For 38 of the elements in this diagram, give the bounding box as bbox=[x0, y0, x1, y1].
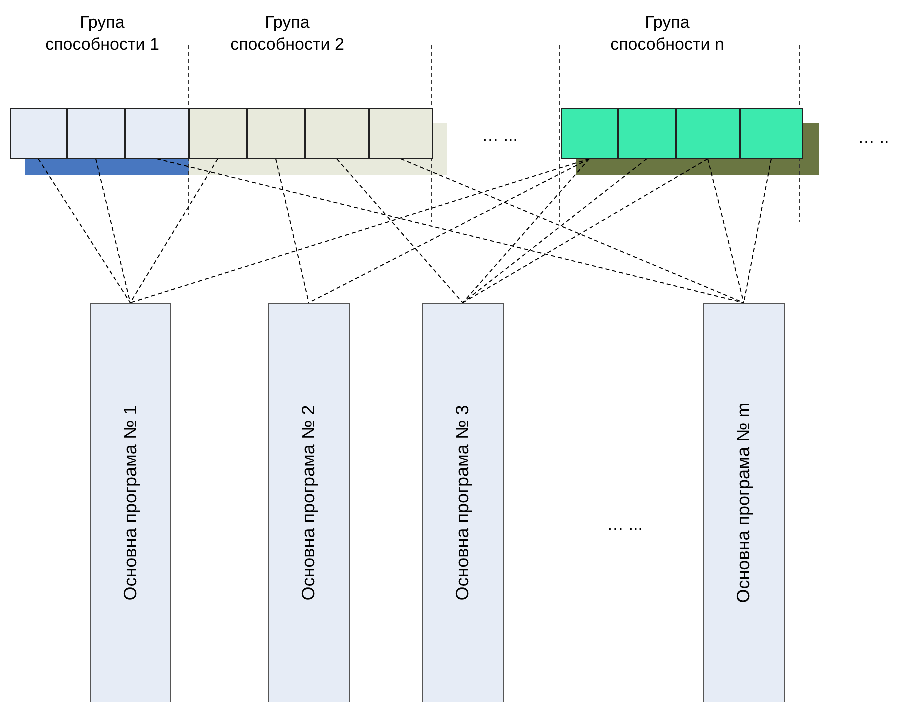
dashed-connector bbox=[462, 158, 648, 304]
capability-cell bbox=[618, 108, 676, 159]
dashed-connector bbox=[96, 158, 131, 304]
capability-cell bbox=[369, 108, 433, 159]
capability-cell bbox=[247, 108, 305, 159]
dashed-connector bbox=[336, 158, 464, 304]
program-column bbox=[703, 303, 785, 702]
ellipsis-text: … ... bbox=[481, 125, 519, 147]
dashed-connector bbox=[276, 158, 310, 304]
dashed-connector bbox=[400, 158, 744, 304]
capability-cell bbox=[125, 108, 189, 159]
group-heading: Група способности n bbox=[610, 12, 726, 56]
dashed-connector bbox=[462, 158, 708, 304]
program-column bbox=[90, 303, 171, 702]
capability-cell bbox=[561, 108, 618, 159]
dashed-connector bbox=[156, 158, 744, 304]
program-column bbox=[422, 303, 504, 702]
program-title: Основна програма № 3 bbox=[452, 405, 474, 601]
group-heading: Група способности 1 bbox=[44, 12, 160, 56]
dashed-connector bbox=[130, 158, 590, 304]
capability-cell bbox=[676, 108, 740, 159]
dashed-connector bbox=[744, 158, 772, 304]
group-heading: Група способности 2 bbox=[230, 12, 346, 56]
program-title: Основна програма № 1 bbox=[120, 405, 141, 601]
ellipsis-text: … ... bbox=[606, 514, 644, 536]
capability-cell bbox=[305, 108, 369, 159]
ellipsis-text: … .. bbox=[858, 127, 890, 149]
capability-cell bbox=[10, 108, 67, 159]
dashed-connector bbox=[708, 158, 744, 304]
capability-cell bbox=[740, 108, 803, 159]
program-title: Основна програма № m bbox=[734, 402, 754, 604]
program-column bbox=[268, 303, 350, 702]
dashed-connector bbox=[462, 158, 590, 304]
dashed-connector bbox=[130, 158, 218, 304]
capability-cell bbox=[67, 108, 125, 159]
capability-cell bbox=[189, 108, 247, 159]
dashed-connector bbox=[38, 158, 131, 304]
program-title: Основна програма № 2 bbox=[298, 405, 320, 601]
